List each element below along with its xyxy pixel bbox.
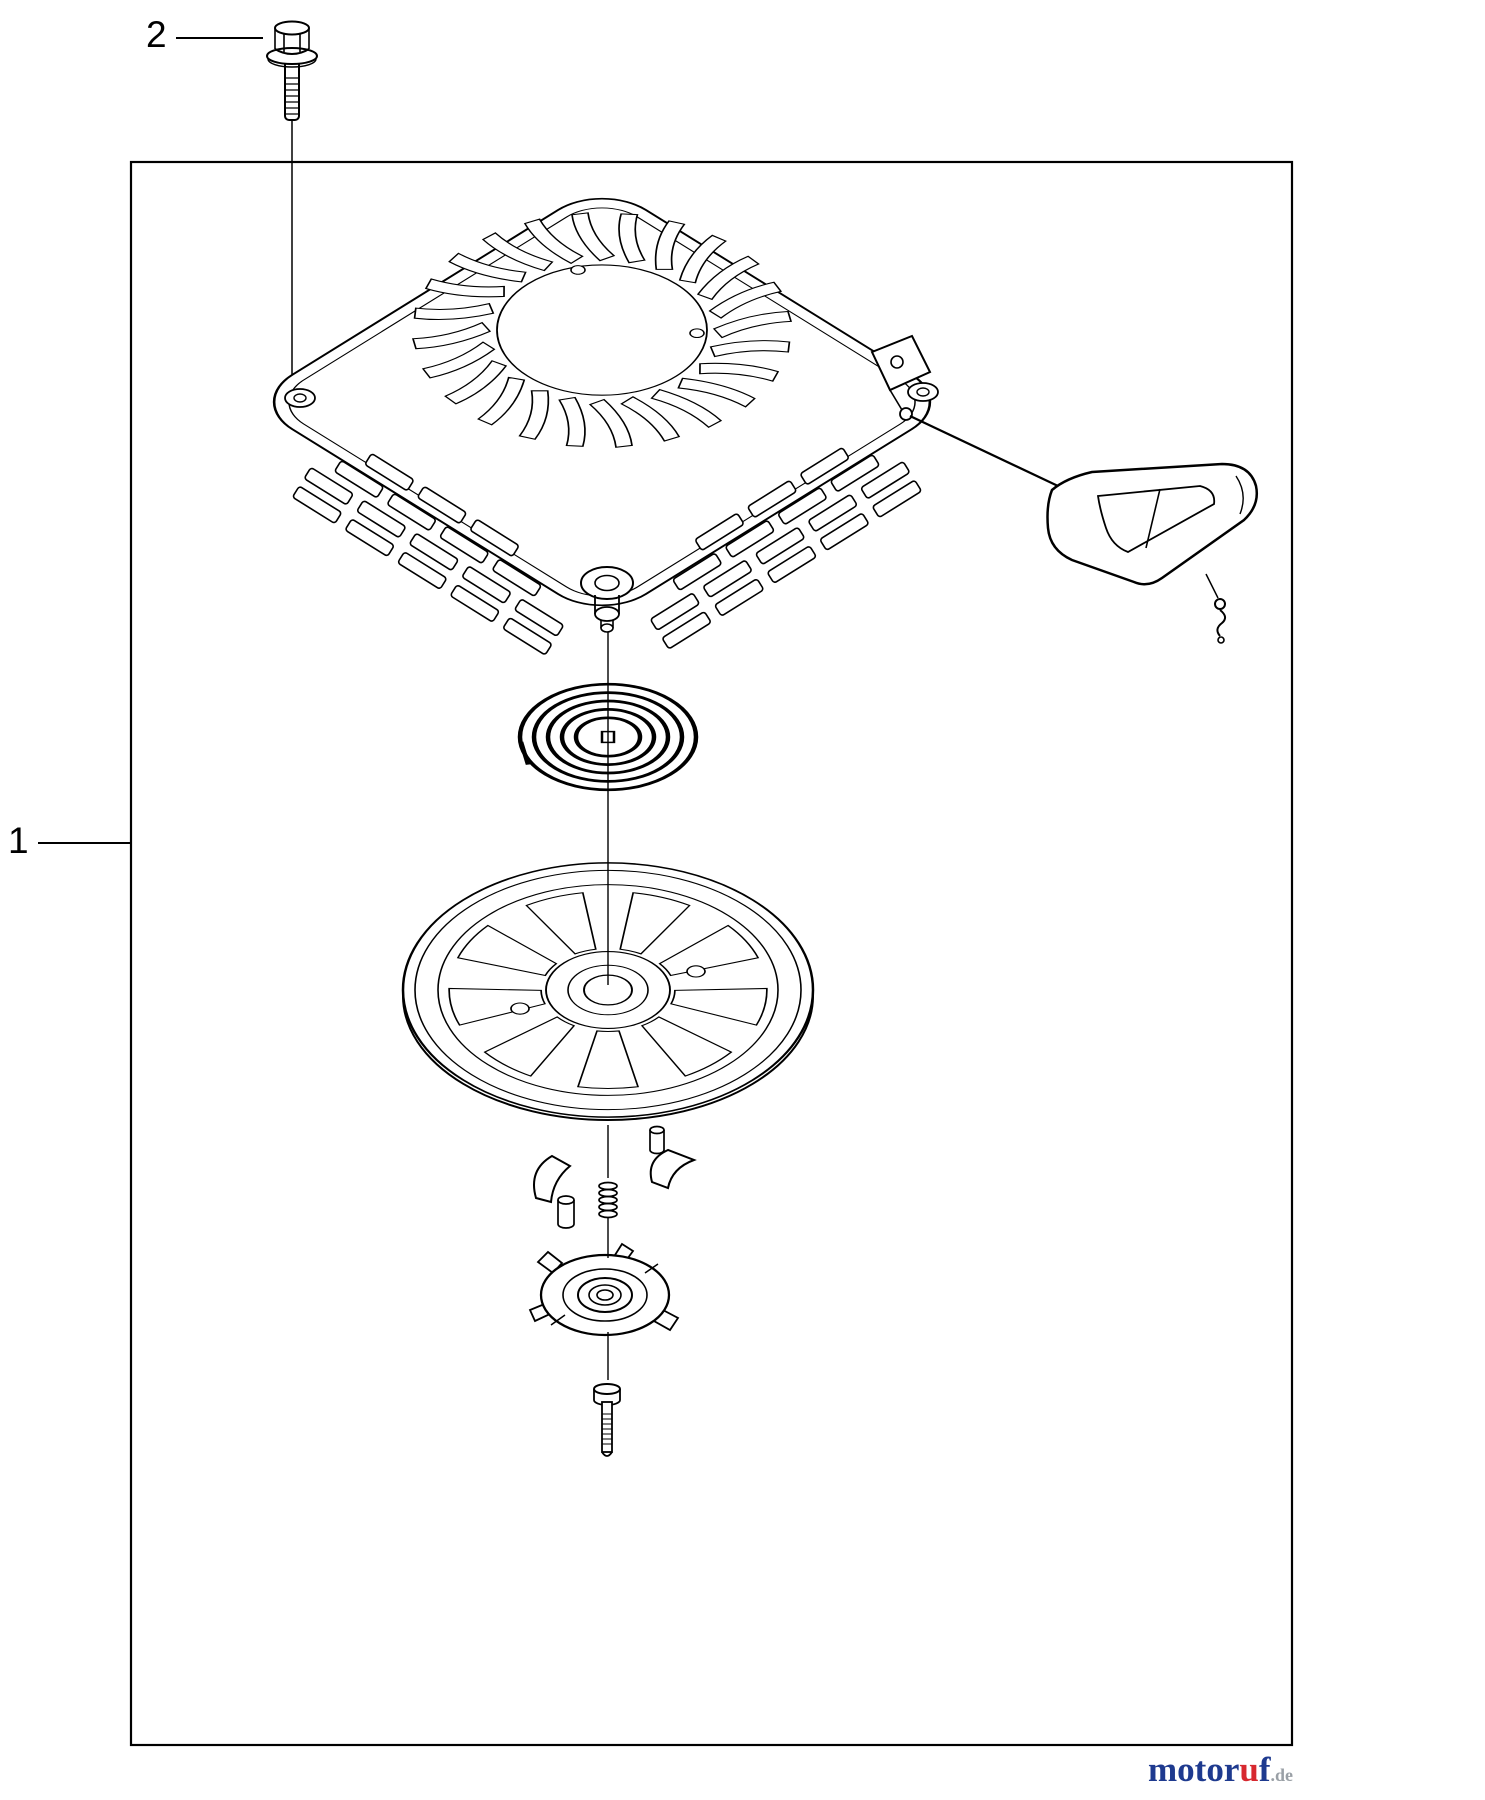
cover-fan-vents bbox=[410, 211, 794, 449]
diagram-border bbox=[129, 160, 1294, 1747]
part-label-1: 1 bbox=[8, 820, 29, 861]
logo-text-motor: motor bbox=[1148, 1750, 1240, 1789]
cam-plate-drawing bbox=[528, 1242, 680, 1337]
pawl-right-drawing bbox=[649, 1125, 697, 1190]
pawl-spring-drawing bbox=[598, 1181, 618, 1219]
pawl-left-drawing bbox=[533, 1154, 575, 1229]
logo-text-u: u bbox=[1239, 1750, 1259, 1789]
rope-end-fitting bbox=[1205, 573, 1226, 644]
starter-handle-drawing bbox=[909, 415, 1258, 644]
logo-suffix: .de bbox=[1270, 1765, 1294, 1785]
rope-outlet-bracket bbox=[870, 334, 932, 421]
starter-cover-drawing bbox=[272, 197, 939, 633]
rope-pulley-drawing bbox=[401, 862, 815, 1121]
motoruf-logo: motoruf.de bbox=[1148, 1750, 1293, 1790]
cover-corner-boss-right bbox=[907, 382, 939, 402]
starter-rope-line bbox=[909, 415, 1059, 487]
cover-center-hub bbox=[580, 566, 634, 633]
part-label-2: 2 bbox=[146, 14, 167, 55]
flange-bolt-drawing bbox=[266, 20, 318, 121]
cover-corner-boss-left bbox=[284, 388, 316, 408]
logo-text-f: f bbox=[1258, 1750, 1271, 1789]
retaining-screw-drawing bbox=[593, 1383, 621, 1457]
